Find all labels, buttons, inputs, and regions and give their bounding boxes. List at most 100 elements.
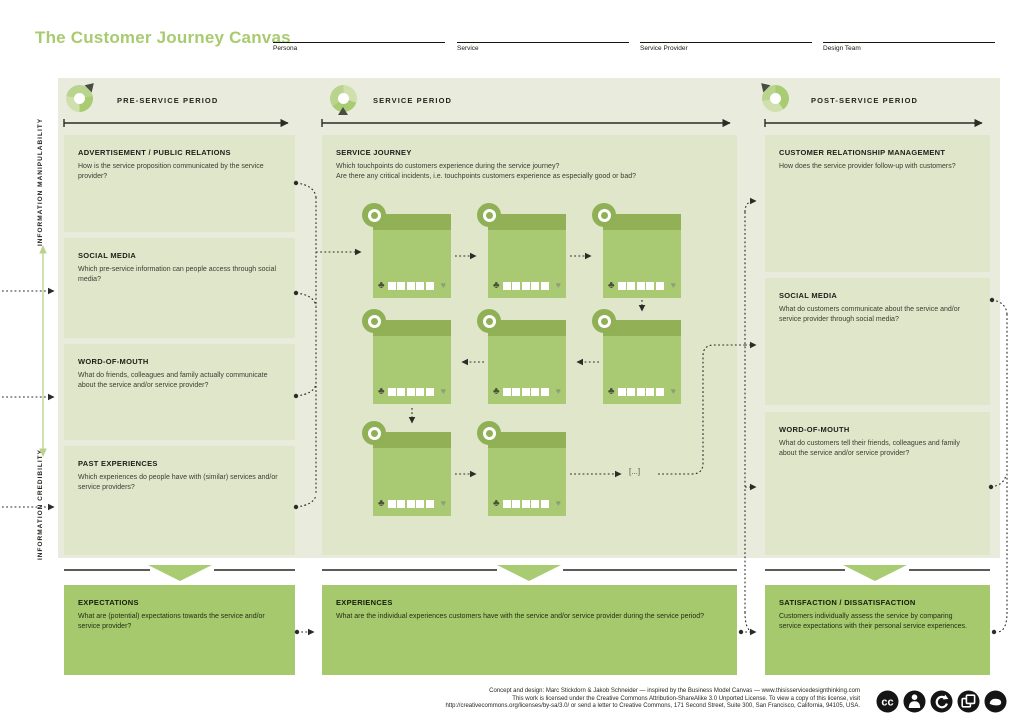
rating-cell <box>387 499 396 508</box>
rating-cell <box>521 499 530 508</box>
rating-cell <box>617 387 626 396</box>
rating-cell <box>531 499 540 508</box>
box-title: SOCIAL MEDIA <box>78 251 137 260</box>
box-satisfaction-dissatisfaction: SATISFACTION / DISSATISFACTION Customers… <box>765 585 990 675</box>
tree-icon: ♣ <box>493 279 500 291</box>
credits-line: This work is licensed under the Creative… <box>512 695 860 702</box>
period-label-post: POST-SERVICE PERIOD <box>811 96 919 105</box>
touchpoint-marker-icon <box>477 203 501 227</box>
card-header-strip <box>603 320 681 336</box>
box-text: What do friends, colleagues and family a… <box>78 372 268 389</box>
rating-cell <box>416 499 425 508</box>
touchpoint-marker-icon <box>362 309 386 333</box>
rating-cell <box>502 387 511 396</box>
down-chevron-icon <box>497 565 561 581</box>
rating-cell <box>425 281 434 290</box>
divider-line <box>765 569 845 571</box>
touchpoint-marker-icon <box>477 421 501 445</box>
hand-icon <box>984 690 1007 713</box>
touchpoint-card: ♣♥ <box>592 309 681 404</box>
card-footer: ♣♥ <box>378 498 446 509</box>
rating-cell <box>540 281 549 290</box>
card-header-strip <box>373 214 451 230</box>
box-text: How does the service provider follow-up … <box>779 163 956 170</box>
touchpoint-card: ♣♥ <box>477 309 566 404</box>
box-text: Customers individually assess the servic… <box>779 613 967 630</box>
divider-line <box>322 569 497 571</box>
rating-cell <box>425 499 434 508</box>
box-text: What do customers communicate about the … <box>779 306 960 323</box>
axis-label-information-credibility: INFORMATION CREDIBILITY <box>37 449 44 560</box>
rating-cell <box>531 387 540 396</box>
card-footer: ♣♥ <box>608 386 676 397</box>
tree-icon: ♣ <box>608 385 615 397</box>
touchpoint-marker-icon <box>362 421 386 445</box>
heart-icon: ♥ <box>555 280 561 290</box>
pie-chart-icon <box>66 79 98 112</box>
box-title: EXPECTATIONS <box>78 598 139 607</box>
pie-chart-icon <box>330 85 357 115</box>
card-header-strip <box>373 320 451 336</box>
box-expectations: EXPECTATIONS What are (potential) expect… <box>64 585 295 675</box>
card-header-strip <box>488 214 566 230</box>
connector-dot <box>738 629 744 635</box>
heart-icon: ♥ <box>440 498 446 508</box>
cc-icon: cc <box>876 690 899 713</box>
box-word-of-mouth-pre: WORD-OF-MOUTH What do friends, colleague… <box>64 344 295 440</box>
card-footer: ♣♥ <box>493 386 561 397</box>
rating-cell <box>397 281 406 290</box>
rating-cell <box>416 281 425 290</box>
rating-cell <box>646 281 655 290</box>
connector-curve <box>744 611 755 633</box>
credits-line: Concept and design: Marc Stickdorn & Jak… <box>489 688 860 694</box>
box-title: PAST EXPERIENCES <box>78 459 158 468</box>
box-advertisement-public-relations: ADVERTISEMENT / PUBLIC RELATIONS How is … <box>64 135 295 232</box>
card-header-strip <box>373 432 451 448</box>
touchpoint-card: ♣♥ <box>362 421 451 516</box>
box-title: SATISFACTION / DISSATISFACTION <box>779 598 916 607</box>
heart-icon: ♥ <box>670 280 676 290</box>
rating-cell <box>512 499 521 508</box>
down-chevron-icon <box>843 565 907 581</box>
touchpoint-card: ♣♥ <box>592 203 681 298</box>
tree-icon: ♣ <box>378 385 385 397</box>
box-title: WORD-OF-MOUTH <box>779 425 850 434</box>
card-footer: ♣♥ <box>493 498 561 509</box>
credits-line: http://creativecommons.org/licenses/by-s… <box>445 703 860 710</box>
touchpoint-marker-icon <box>592 203 616 227</box>
box-past-experiences: PAST EXPERIENCES Which experiences do pe… <box>64 446 295 555</box>
card-header-strip <box>488 432 566 448</box>
rating-cell <box>406 387 415 396</box>
box-text: Which pre-service information can people… <box>78 266 277 283</box>
box-word-of-mouth-post: WORD-OF-MOUTH What do customers tell the… <box>765 412 990 555</box>
card-header-strip <box>488 320 566 336</box>
page-title: The Customer Journey Canvas <box>35 28 291 47</box>
pie-chart-icon <box>757 79 789 112</box>
tree-icon: ♣ <box>493 385 500 397</box>
touchpoint-card: ♣♥ <box>362 309 451 404</box>
box-text: Are there any critical incidents, i.e. t… <box>336 172 636 180</box>
rating-cell <box>531 281 540 290</box>
rating-cell <box>540 387 549 396</box>
field-label: Persona <box>273 45 298 52</box>
box-text: What do customers tell their friends, co… <box>779 440 960 457</box>
connector-dot <box>294 629 300 635</box>
card-footer: ♣♥ <box>608 280 676 291</box>
rating-cell <box>502 281 511 290</box>
divider-line <box>909 569 990 571</box>
attribution-icon <box>903 690 926 713</box>
license-badges: cc <box>876 690 1007 713</box>
svg-text:cc: cc <box>881 697 893 709</box>
field-service-provider: Service Provider <box>640 42 812 52</box>
field-persona: Persona <box>273 42 445 52</box>
rating-cell <box>655 281 664 290</box>
touchpoint-card: ♣♥ <box>477 203 566 298</box>
box-title: WORD-OF-MOUTH <box>78 357 149 366</box>
card-footer: ♣♥ <box>378 280 446 291</box>
box-text: Which experiences do people have with (s… <box>78 474 278 491</box>
heart-icon: ♥ <box>440 280 446 290</box>
divider-line <box>563 569 737 571</box>
box-text: What are the individual experiences cust… <box>336 613 705 620</box>
rating-cell <box>512 387 521 396</box>
